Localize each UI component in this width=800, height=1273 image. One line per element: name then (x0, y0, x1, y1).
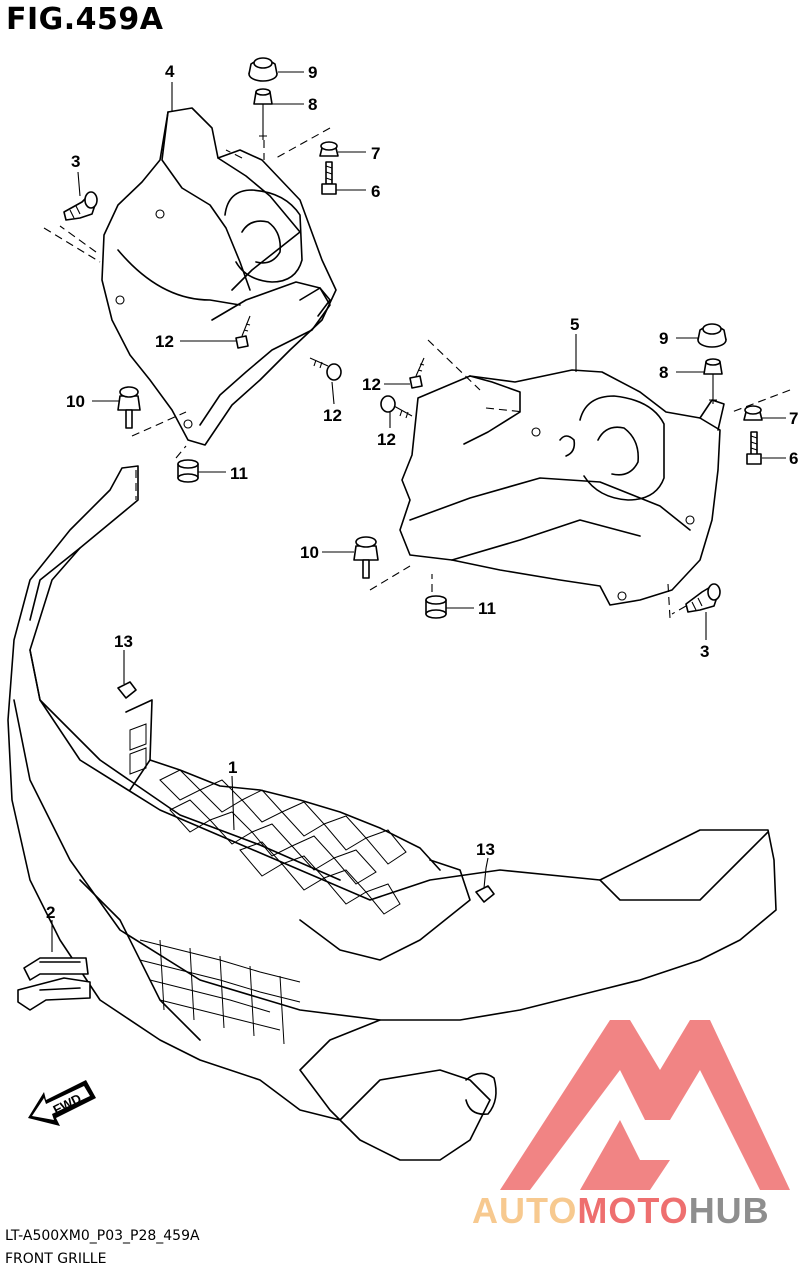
callout-6-left: 6 (371, 182, 380, 201)
watermark-logo-icon (500, 1020, 790, 1190)
callout-13-left: 13 (114, 632, 133, 651)
part-12-screw-right-a[interactable] (409, 357, 425, 389)
diagram-code: LT-A500XM0_P03_P28_459A (5, 1228, 200, 1244)
grille-lower-mesh (139, 939, 301, 1045)
callout-9-left: 9 (308, 63, 317, 82)
part-12-screw-left-a[interactable] (235, 315, 251, 349)
callout-10-left: 10 (66, 392, 85, 411)
callout-12-right-a: 12 (362, 375, 381, 394)
callout-10-right: 10 (300, 543, 319, 562)
callout-13-right: 13 (476, 840, 495, 859)
grille-upper-mesh (129, 723, 407, 915)
fwd-label: FWD (51, 1091, 84, 1118)
callout-12-left-b: 12 (323, 406, 342, 425)
part-13-clip-right[interactable] (475, 867, 495, 903)
callout-9-right: 9 (659, 329, 668, 348)
callout-1: 1 (228, 758, 237, 777)
part-10-bolt-right[interactable] (353, 536, 379, 579)
part-11-grommet-right[interactable] (425, 595, 447, 619)
part-9-nut-right[interactable] (697, 323, 727, 348)
part-7-nut-left[interactable] (319, 141, 339, 157)
assembly-guides (43, 127, 791, 619)
callout-11-right: 11 (478, 599, 496, 618)
part-8-collar-left[interactable] (253, 88, 273, 140)
part-11-grommet-left[interactable] (177, 459, 199, 483)
callout-12-right-b: 12 (377, 430, 396, 449)
callout-5: 5 (570, 315, 579, 334)
part-5-right-bracket[interactable] (399, 369, 725, 606)
figure-title: FIG.459A (6, 2, 164, 37)
callout-6-right: 6 (789, 449, 798, 468)
part-7-nut-right[interactable] (743, 405, 763, 421)
part-9-nut-left[interactable] (248, 57, 278, 82)
part-4-left-bracket[interactable] (101, 107, 337, 446)
part-3-clip-right[interactable] (685, 583, 721, 613)
part-1-front-grille[interactable] (7, 465, 777, 1161)
part-6-bolt-left[interactable] (321, 161, 337, 195)
part-2-emblem[interactable] (17, 957, 91, 1011)
fwd-arrow: FWD (28, 1080, 96, 1126)
callout-3-left: 3 (71, 152, 80, 171)
leader-lines (51, 71, 786, 952)
callout-8-right: 8 (659, 363, 668, 382)
callout-2: 2 (46, 903, 55, 922)
diagram-name: FRONT GRILLE (5, 1251, 107, 1267)
callout-3-right: 3 (700, 642, 709, 661)
watermark-part1: AUTO (472, 1190, 578, 1231)
watermark-part3: HUB (688, 1190, 770, 1231)
callout-12-left-a: 12 (155, 332, 174, 351)
callout-11-left: 11 (230, 464, 248, 483)
part-12-screw-left-b[interactable] (309, 357, 342, 381)
part-6-bolt-right[interactable] (746, 431, 762, 465)
watermark-part2: MOTO (577, 1190, 689, 1231)
watermark-text: AUTOMOTOHUB (472, 1190, 770, 1232)
callout-4: 4 (165, 62, 175, 81)
callout-labels: 4 9 8 7 6 3 12 12 10 11 5 9 8 7 6 12 12 … (46, 62, 798, 922)
part-12-screw-right-b[interactable] (380, 395, 413, 419)
callout-8-left: 8 (308, 95, 317, 114)
callout-7-right: 7 (789, 409, 798, 428)
part-10-bolt-left[interactable] (117, 386, 141, 429)
part-3-clip-left[interactable] (63, 191, 98, 221)
callout-7-left: 7 (371, 144, 380, 163)
part-8-collar-right[interactable] (703, 358, 723, 404)
part-13-clip-left[interactable] (117, 664, 137, 699)
